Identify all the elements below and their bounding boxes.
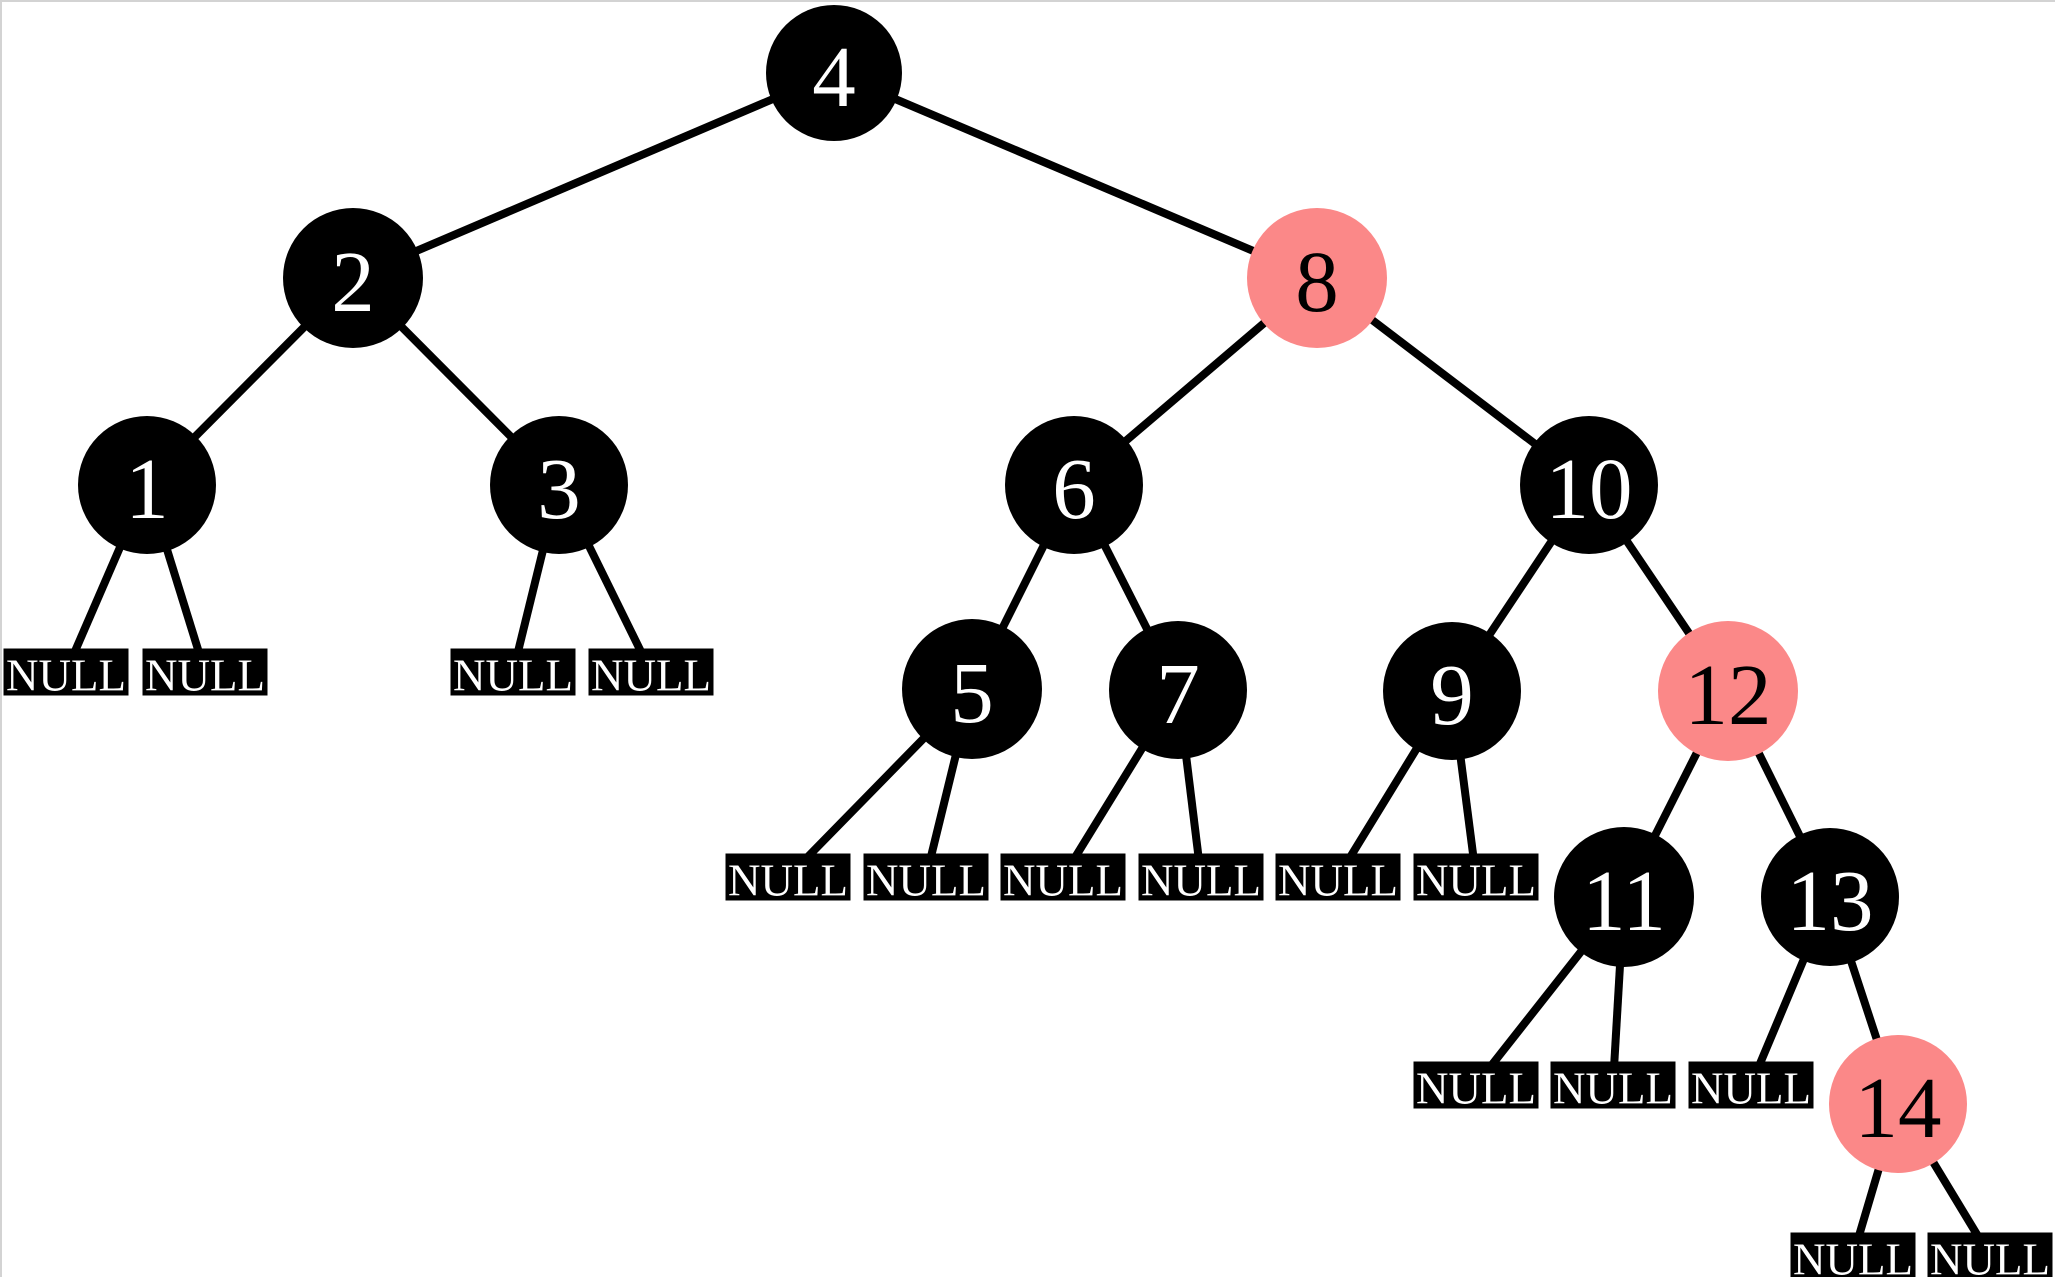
null-label: NULL [1141, 856, 1261, 906]
null-label: NULL [453, 651, 573, 701]
red-node-circle [1658, 621, 1798, 761]
node-label: 2 [331, 233, 375, 330]
black-node-circle [766, 5, 902, 141]
black-node-circle [283, 208, 423, 348]
node-label: 14 [1855, 1059, 1942, 1156]
tree-node-11: 11 [1554, 827, 1694, 967]
null-leaf: NULL [1000, 853, 1126, 906]
null-box [725, 853, 851, 901]
tree-node-13: 13 [1761, 828, 1899, 966]
tree-node-1: 1 [78, 416, 216, 554]
null-leaf: NULL [1413, 1061, 1539, 1114]
tree-node-12: 12 [1658, 621, 1798, 761]
null-box [588, 648, 714, 696]
tree-node-2: 2 [283, 208, 423, 348]
black-node-circle [1761, 828, 1899, 966]
null-label: NULL [1930, 1235, 2050, 1277]
node-label: 10 [1546, 440, 1633, 537]
node-label: 1 [125, 440, 169, 537]
tree-node-8: 8 [1247, 208, 1387, 348]
null-label: NULL [1416, 1064, 1536, 1114]
null-leaf: NULL [1413, 853, 1539, 906]
node-label: 12 [1685, 646, 1772, 743]
null-leaf: NULL [725, 853, 851, 906]
null-label: NULL [591, 651, 711, 701]
tree-node-6: 6 [1005, 416, 1143, 554]
null-leaf: NULL [1550, 1061, 1676, 1114]
null-label: NULL [1553, 1064, 1673, 1114]
null-box [1138, 853, 1264, 901]
tree-node-7: 7 [1109, 621, 1247, 759]
black-node-circle [1554, 827, 1694, 967]
edge-4-8 [832, 69, 1319, 282]
black-node-circle [1520, 416, 1658, 554]
node-label: 5 [950, 644, 994, 741]
null-leaf: NULL [1688, 1061, 1814, 1114]
null-leaf: NULL [450, 648, 576, 701]
null-box [1000, 853, 1126, 901]
black-node-circle [902, 619, 1042, 759]
null-leaf: NULL [588, 648, 714, 701]
null-label: NULL [728, 856, 848, 906]
null-leaf: NULL [863, 853, 989, 906]
null-leaf: NULL [1927, 1232, 2053, 1277]
null-box [3, 648, 129, 696]
null-box [1413, 853, 1539, 901]
black-node-circle [1005, 416, 1143, 554]
null-box [1790, 1232, 1916, 1277]
black-node-circle [78, 416, 216, 554]
null-label: NULL [1793, 1235, 1913, 1277]
null-leaf: NULL [1275, 853, 1401, 906]
tree-node-4: 4 [766, 5, 902, 141]
tree-node-10: 10 [1520, 416, 1658, 554]
edge-4-2 [351, 69, 836, 282]
black-node-circle [1109, 621, 1247, 759]
node-label: 9 [1430, 646, 1474, 743]
node-label: 4 [812, 28, 856, 125]
node-label: 6 [1052, 440, 1096, 537]
null-label: NULL [1278, 856, 1398, 906]
null-box [1275, 853, 1401, 901]
null-box [142, 648, 268, 696]
node-label: 13 [1787, 852, 1874, 949]
null-box [1688, 1061, 1814, 1109]
tree-node-5: 5 [902, 619, 1042, 759]
tree-node-14: 14 [1829, 1035, 1967, 1173]
null-leaf: NULL [142, 648, 268, 701]
null-label: NULL [866, 856, 986, 906]
null-box [1550, 1061, 1676, 1109]
node-label: 7 [1156, 645, 1200, 742]
null-box [450, 648, 576, 696]
black-node-circle [490, 416, 628, 554]
null-box [1927, 1232, 2053, 1277]
null-label: NULL [1003, 856, 1123, 906]
tree-node-3: 3 [490, 416, 628, 554]
null-label: NULL [1691, 1064, 1811, 1114]
tree-node-9: 9 [1383, 622, 1521, 760]
node-label: 8 [1295, 233, 1339, 330]
null-leaf: NULL [3, 648, 129, 701]
node-label: 11 [1582, 852, 1666, 949]
red-node-circle [1247, 208, 1387, 348]
null-label: NULL [6, 651, 126, 701]
node-label: 3 [537, 440, 581, 537]
black-node-circle [1383, 622, 1521, 760]
null-box [1413, 1061, 1539, 1109]
null-leaf: NULL [1790, 1232, 1916, 1277]
null-leaves-layer: NULL NULL NULL NULL NULL NULL NULL NULL NULL NULL… [3, 648, 2053, 1277]
null-box [863, 853, 989, 901]
null-label: NULL [1416, 856, 1536, 906]
null-label: NULL [145, 651, 265, 701]
red-node-circle [1829, 1035, 1967, 1173]
null-leaf: NULL [1138, 853, 1264, 906]
